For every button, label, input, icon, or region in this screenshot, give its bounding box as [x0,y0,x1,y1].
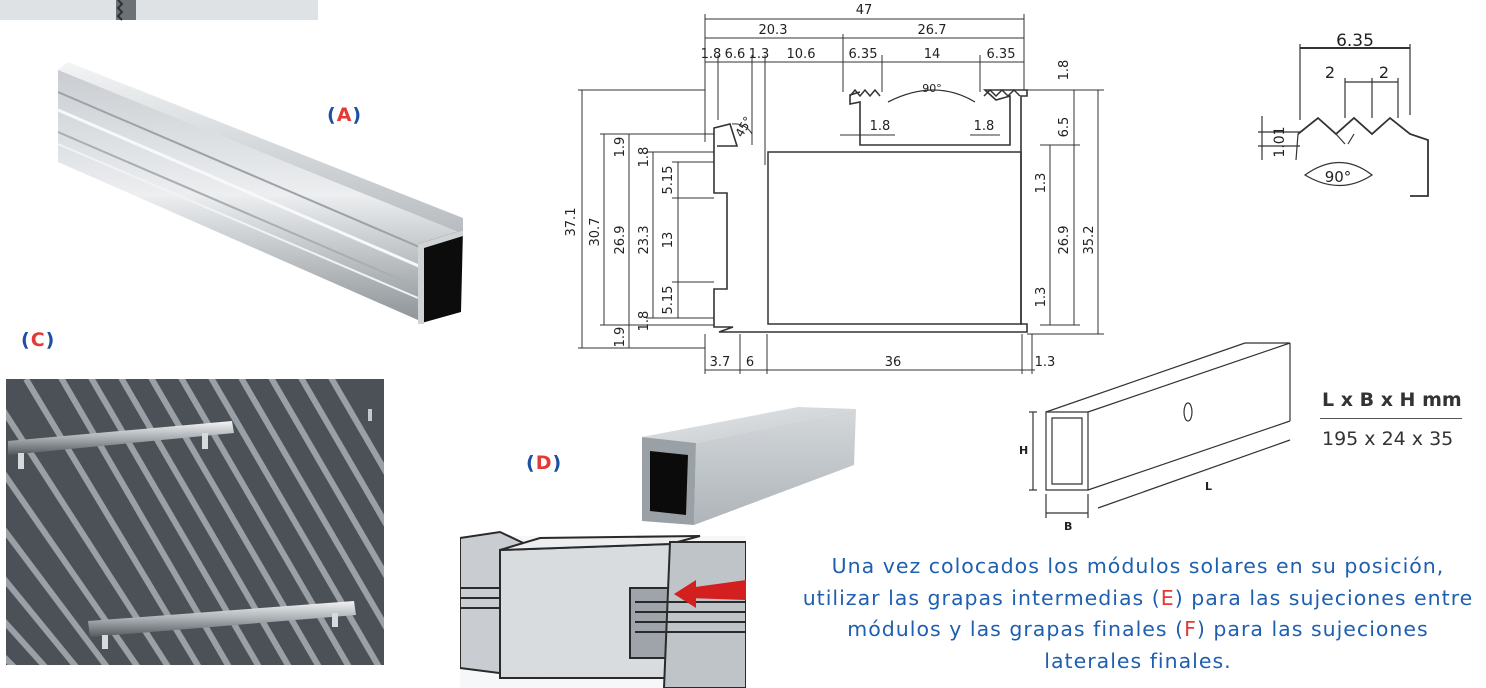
dim-gap-mid: 10.6 [787,47,816,62]
tooth-angle: 90° [1325,168,1352,186]
dim-inner-wall-right: 1.8 [974,119,995,134]
dim-top-wall: 1.8 [637,147,652,168]
tooth-pitch-b: 2 [1379,63,1389,82]
dim-slot-left: 6.6 [725,47,746,62]
dim-slot-opening: 13 [661,232,676,249]
label-a-close: ) [352,104,363,126]
label-d: (D) [526,452,562,474]
caption-letter-e: E [1160,585,1175,610]
installation-caption: Una vez colocados los módulos solares en… [800,551,1476,677]
dim-top-right-height: 1.8 [1057,60,1072,81]
dim-inner-wall-left: 1.8 [870,119,891,134]
label-d-open: ( [526,452,536,474]
rail-profile-photo [58,62,463,324]
size-values: 195 x 24 x 35 [1322,428,1454,450]
connector-photo [642,407,856,525]
dim-total-height: 37.1 [564,208,579,237]
caption-part1: Una vez colocados los módulos solares en… [802,554,1445,610]
dim-bottom-slot: 6 [746,355,754,370]
dim-lip-top: 5.15 [661,166,676,195]
dim-inner-height-left: 26.9 [613,226,628,255]
label-d-letter: D [535,452,553,474]
roof-installation-photo [6,379,384,665]
caption-part3: ) para las sujeciones laterales finales. [1044,617,1429,673]
dim-lip-bottom: 5.15 [661,286,676,315]
dim-channel: 14 [924,47,941,62]
dim-b: B [1064,520,1072,533]
dim-channel-angle: 90° [922,82,942,95]
dim-top-gap: 1.9 [613,137,628,158]
profile-cross-section-drawing: 47 20.3 26.7 1.8 6.6 1.3 10.6 6.35 14 6.… [564,3,1104,374]
connector-box-drawing: H L B [1019,342,1291,533]
dim-wall-mid: 1.3 [749,47,770,62]
label-a-open: ( [327,104,337,126]
label-d-close: ) [552,452,563,474]
label-c-open: ( [21,329,31,351]
tooth-width: 6.35 [1336,31,1374,51]
formula-divider [1320,418,1462,419]
dim-bottom-box: 36 [885,355,902,370]
dim-right-wall-bottom: 1.3 [1034,287,1049,308]
dim-inner-height-right: 26.9 [1057,226,1072,255]
dim-tooth-right: 6.35 [987,47,1016,62]
dim-bottom-right-wall: 1.3 [1035,355,1056,370]
label-c-letter: C [30,329,46,351]
label-a-letter: A [336,104,353,126]
dim-right-height: 35.2 [1082,226,1097,255]
dim-l: L [1205,480,1212,493]
dim-outer-height: 30.7 [588,218,603,247]
label-c: (C) [21,329,55,351]
dim-wall-left: 1.8 [701,47,722,62]
dim-right-part: 26.7 [918,23,947,38]
label-c-close: ) [45,329,56,351]
dim-slot-height: 23.3 [637,226,652,255]
dim-bottom-wall: 1.8 [637,311,652,332]
dim-right-wall-top: 1.3 [1034,173,1049,194]
caption-part2: ) para las sujeciones entre módulos y la… [847,585,1474,642]
rail-joining-illustration [460,530,746,688]
label-a: (A) [327,104,362,126]
dim-h: H [1019,444,1028,457]
dim-tooth-left: 6.35 [849,47,878,62]
tooth-detail-drawing: 6.35 2 2 1.01 90° [1258,31,1429,197]
dim-right-step: 6.5 [1057,117,1072,138]
dim-overall-width: 47 [856,3,873,18]
dim-bottom-hook: 3.7 [710,355,731,370]
tooth-pitch-a: 2 [1325,63,1335,82]
dim-bottom-gap: 1.9 [613,327,628,348]
tooth-depth: 1.01 [1272,126,1288,157]
caption-letter-f: F [1184,617,1197,641]
clamp-photo-fragment [0,0,318,21]
dim-left-part: 20.3 [759,23,788,38]
size-formula: L x B x H mm [1322,389,1462,411]
